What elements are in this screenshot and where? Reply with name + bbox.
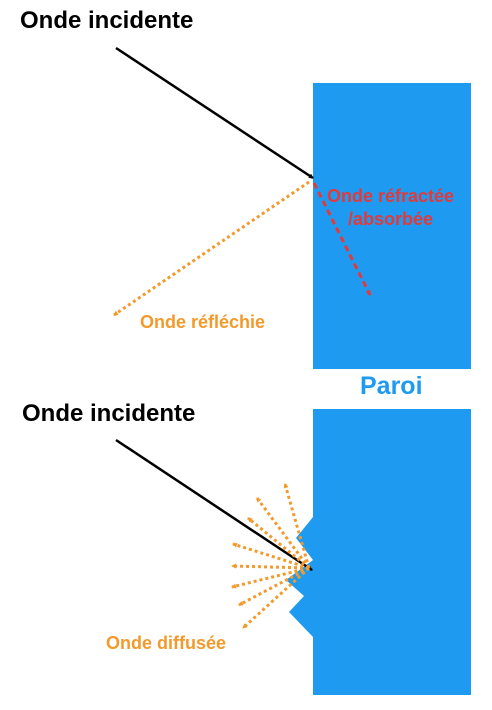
refracted-label-line1: Onde réfractée [327,186,455,206]
diffused-label: Onde diffusée [106,633,227,653]
reflected-label: Onde réfléchie [140,312,266,332]
refracted-arrow [312,182,372,296]
diffused-arrow [238,566,310,607]
diffused-arrow [231,563,310,570]
incident-label-top: Onde incidente [20,7,194,34]
incident-arrow-top [115,46,314,180]
wall-bottom [286,409,471,695]
diffused-arrow [241,566,311,630]
reflected-arrow [113,180,310,317]
wall-label: Paroi [360,372,423,400]
refracted-label-line2: /absorbée [348,209,434,229]
wall-top [313,83,471,369]
diffused-arrows [231,483,311,630]
diffused-arrow [283,483,311,569]
diffused-arrow [255,497,311,569]
incident-arrow-bottom [115,438,313,572]
refracted-label: Onde réfractée /absorbée [327,185,454,231]
diffused-arrow [232,542,310,570]
incident-label-bottom: Onde incidente [22,400,196,427]
diffused-arrow [231,566,310,589]
diffused-arrow [247,516,310,570]
